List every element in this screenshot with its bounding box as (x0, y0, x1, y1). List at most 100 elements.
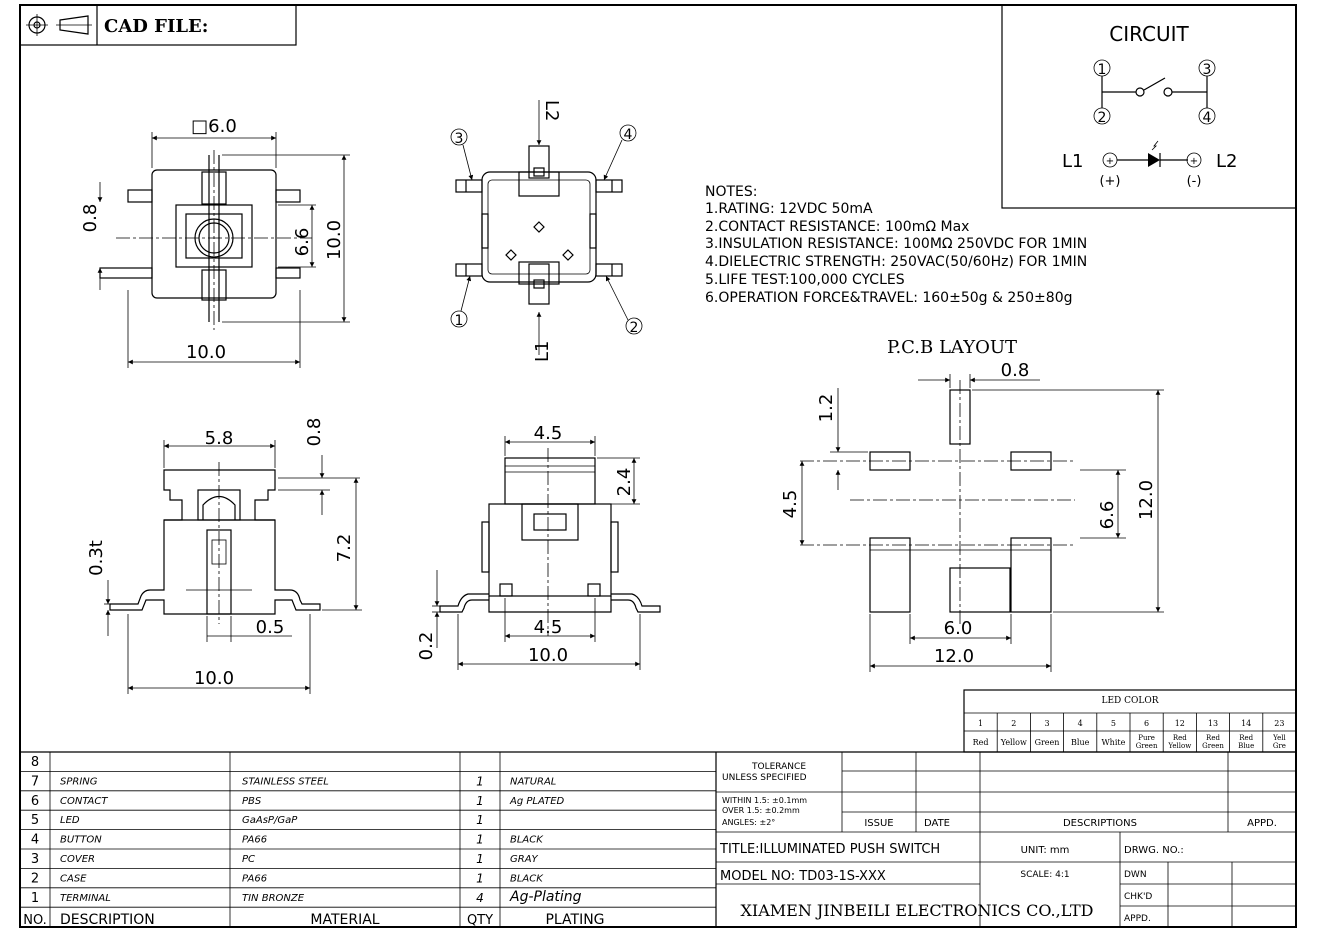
drwg-no-label: DRWG. NO.: (1124, 845, 1184, 856)
appd2-label: APPD. (1124, 914, 1151, 924)
side-lead-dim: 0.5 (256, 617, 285, 638)
led-color-name: Red (1206, 734, 1220, 742)
issue-label: ISSUE (864, 818, 893, 829)
unit-label: UNIT: mm (1021, 845, 1070, 856)
bom-qty: 1 (476, 852, 484, 866)
led-color-name: Pure (1138, 734, 1155, 742)
bom-qty: 1 (476, 833, 484, 847)
bom-no: 8 (31, 755, 39, 770)
led-code: 5 (1111, 719, 1116, 728)
led-color-name: Yellow (1167, 742, 1191, 750)
pin-1-label: 1 (455, 313, 464, 329)
top-inner-dim: 6.6 (292, 228, 313, 257)
bom-no: 5 (31, 813, 39, 828)
side-top-dim: 5.8 (205, 428, 234, 449)
cad-file-header: CAD FILE: (19, 4, 297, 46)
tolerance-line-1: TOLERANCE (751, 762, 806, 772)
bom-desc: SPRING (60, 776, 98, 787)
side-height-dim: 7.2 (334, 534, 355, 563)
sheet-border (19, 4, 1297, 928)
side-section-view: 5.8 0.8 7.2 0.3t 0.5 10.0 (86, 418, 362, 694)
bom-no: 3 (31, 852, 39, 867)
bom-qty: 1 (476, 813, 484, 827)
led-code: 14 (1241, 719, 1251, 728)
led-color-name: Yellow (1000, 738, 1027, 747)
chkd-label: CHK'D (1124, 892, 1152, 902)
pcb-title: P.C.B LAYOUT (887, 337, 1017, 358)
model-no: MODEL NO: TD03-1S-XXX (720, 869, 886, 884)
bom-desc: TERMINAL (60, 893, 111, 904)
bom-and-title-block: TOLERANCE UNLESS SPECIFIED WITHIN 1.5: ±… (20, 751, 1296, 928)
pcb-mid-dim: 6.6 (1097, 501, 1118, 530)
bom-desc: LED (60, 815, 80, 826)
appd-label: APPD. (1247, 818, 1277, 829)
tol-over: OVER 1.5: ±0.2mm (722, 806, 800, 815)
led-color-name: Red (973, 738, 989, 747)
note-line-6: 6.OPERATION FORCE&TRAVEL: 160±50g & 250±… (705, 290, 1073, 306)
tol-angles: ANGLES: ±2° (722, 818, 775, 827)
note-line-3: 3.INSULATION RESISTANCE: 100MΩ 250VDC FO… (705, 236, 1087, 252)
pcb-height-dim: 1.2 (816, 394, 837, 423)
date-label: DATE (924, 818, 950, 829)
led-code: 6 (1144, 719, 1149, 728)
led-color-title: LED COLOR (1101, 696, 1158, 706)
circuit-minus: (-) (1187, 174, 1202, 189)
circuit-title: CIRCUIT (1109, 22, 1189, 46)
circuit-l1: L1 (1062, 151, 1083, 172)
led-code: 3 (1044, 719, 1049, 728)
descriptions-label: DESCRIPTIONS (1063, 818, 1137, 829)
led-color-name: Blue (1071, 738, 1090, 747)
top-lead-dim: 0.8 (80, 204, 101, 233)
circuit-l2: L2 (1216, 151, 1237, 172)
front-bottom-dim: 10.0 (528, 645, 568, 666)
bom-desc: COVER (60, 854, 95, 865)
bom-desc: CASE (60, 873, 87, 884)
bom-plating: NATURAL (510, 776, 556, 787)
front-base-dim: 0.2 (416, 632, 437, 661)
bom-material: PC (242, 854, 255, 865)
bom-header-desc: DESCRIPTION (60, 912, 155, 928)
bom-header-qty: QTY (467, 913, 493, 928)
bom-no: 1 (31, 891, 39, 906)
led-code: 4 (1078, 719, 1083, 728)
front-cap-dim: 2.4 (614, 468, 635, 497)
pin-3-label: 3 (455, 131, 464, 147)
bom-plating: Ag-Plating (509, 889, 582, 905)
bom-plating: BLACK (510, 873, 544, 884)
tolerance-line-2: UNLESS SPECIFIED (722, 773, 807, 783)
note-line-5: 5.LIFE TEST:100,000 CYCLES (705, 272, 905, 288)
bom-header-plating: PLATING (545, 912, 604, 928)
tol-within: WITHIN 1.5: ±0.1mm (722, 796, 807, 805)
led-color-name: White (1101, 738, 1125, 747)
circuit-pin-2: 2 (1098, 110, 1107, 126)
side-cap-dim: 0.8 (304, 418, 325, 447)
bom-no: 2 (31, 871, 39, 886)
bom-no: 6 (31, 794, 39, 809)
led-code: 13 (1208, 719, 1218, 728)
bom-material: PA66 (242, 835, 267, 846)
led-code: 1 (978, 719, 983, 728)
led-code: 12 (1175, 719, 1185, 728)
bom-desc: CONTACT (60, 796, 108, 807)
pin-l2-label: L2 (541, 100, 562, 121)
bom-no: 4 (31, 833, 39, 848)
pcb-b1-dim: 6.0 (944, 618, 973, 639)
led-color-table: LED COLOR 1Red2Yellow3Green4Blue5White6P… (963, 689, 1297, 753)
top-width-dim: □6.0 (191, 116, 237, 137)
led-color-name: Green (1202, 742, 1224, 750)
front-inner-dim: 4.5 (534, 617, 563, 638)
led-color-name: Yell (1272, 734, 1286, 742)
note-line-4: 4.DIELECTRIC STRENGTH: 250VAC(50/60Hz) F… (705, 254, 1087, 270)
top-view: □6.0 0.8 6.6 10.0 10.0 (80, 116, 350, 368)
pcb-width-dim: 0.8 (1001, 360, 1030, 381)
bom-material: TIN BRONZE (242, 893, 305, 904)
front-view: 4.5 2.4 0.2 4.5 10.0 (416, 423, 661, 670)
drawing-title: TITLE:ILLUMINATED PUSH SWITCH (719, 842, 940, 857)
bom-qty: 1 (476, 774, 484, 788)
bom-header-no: NO. (23, 913, 47, 928)
circuit-diagram: CIRCUIT 1 2 3 4 L1 + + L2 (+) (-) (1001, 4, 1297, 209)
bom-qty: 1 (476, 871, 484, 885)
led-color-name: Green (1035, 738, 1060, 747)
led-color-name: Red (1173, 734, 1187, 742)
